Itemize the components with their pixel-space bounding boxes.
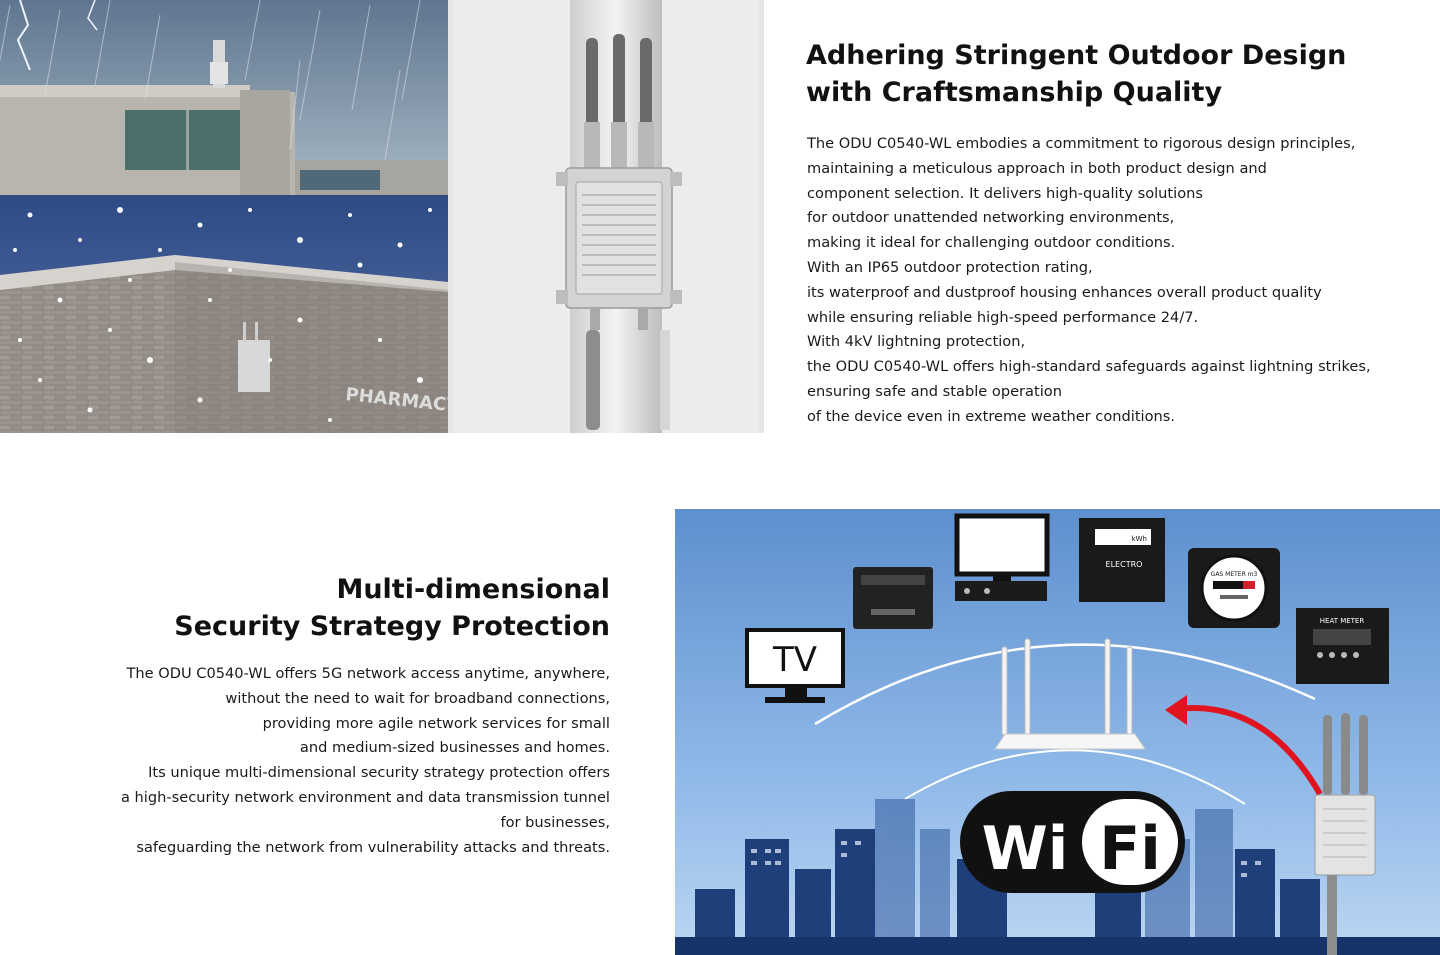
body-line: making it ideal for challenging outdoor … [807,234,1176,252]
body-line: a high-security network environment and … [120,788,610,806]
body-line: maintaining a meticulous approach in bot… [807,159,1267,177]
body-line: its waterproof and dustproof housing enh… [807,283,1322,301]
body-line: The ODU C0540-WL offers 5G network acces… [126,665,610,682]
body-line: for outdoor unattended networking enviro… [807,209,1175,227]
gas-meter-label: GAS METER m3 [1211,571,1258,578]
tv-label: TV [772,640,817,680]
body-line: for businesses, [500,813,610,831]
title-line: Multi-dimensional [336,574,610,605]
body-line: of the device even in extreme weather co… [807,407,1176,425]
pole-mounted-device-image [448,0,764,433]
body-line: providing more agile network services fo… [262,714,610,732]
body-line: With 4kV lightning protection, [807,333,1026,351]
body-line: while ensuring reliable high-speed perfo… [807,308,1199,326]
title-line: with Craftsmanship Quality [806,77,1223,108]
body-line: without the need to wait for broadband c… [225,689,610,707]
body-line: ensuring safe and stable operation [807,382,1062,400]
title-line: Security Strategy Protection [174,611,610,642]
body-line: the ODU C0540-WL offers high-standard sa… [807,358,1371,376]
kwh-label: kWh [1132,535,1147,543]
weather-scene-image: PHARMACY [0,0,448,433]
electro-label: ELECTRO [1106,560,1143,569]
section-title-security-strategy: Multi-dimensional Security Strategy Prot… [150,571,610,645]
body-line: With an IP65 outdoor protection rating, [807,258,1093,276]
arrow-head-icon [1165,695,1187,725]
router-icon [994,638,1146,750]
section-body-outdoor-design: The ODU C0540-WL embodies a commitment t… [807,132,1427,430]
section-body-security-strategy: The ODU C0540-WL offers 5G network acces… [60,662,610,860]
gas-meter-icon: GAS METER m3 [1188,548,1280,628]
body-line: The ODU C0540-WL embodies a commitment t… [807,135,1356,152]
body-line: Its unique multi-dimensional security st… [148,764,610,782]
body-line: component selection. It delivers high-qu… [807,184,1203,202]
tv-icon: TV [745,628,845,703]
outdoor-unit-icon [1314,713,1376,955]
body-line: safeguarding the network from vulnerabil… [136,838,610,856]
section-title-outdoor-design: Adhering Stringent Outdoor Design with C… [806,37,1406,111]
wifi-text-fi: Fi [1099,814,1161,884]
heat-meter-icon: HEAT METER [1296,608,1389,684]
electricity-meter-icon: kWh ELECTRO [1079,518,1165,602]
monitor-icon [954,513,1050,601]
wifi-logo: Wi Fi [960,791,1185,893]
wifi-text-wi: Wi [982,814,1069,884]
title-line: Adhering Stringent Outdoor Design [806,40,1347,71]
iot-wifi-illustration: TV kWh ELECTRO GAS METER m3 [675,509,1440,955]
printer-icon [853,567,933,629]
heat-meter-label: HEAT METER [1320,617,1365,625]
body-line: and medium-sized businesses and homes. [299,739,610,757]
